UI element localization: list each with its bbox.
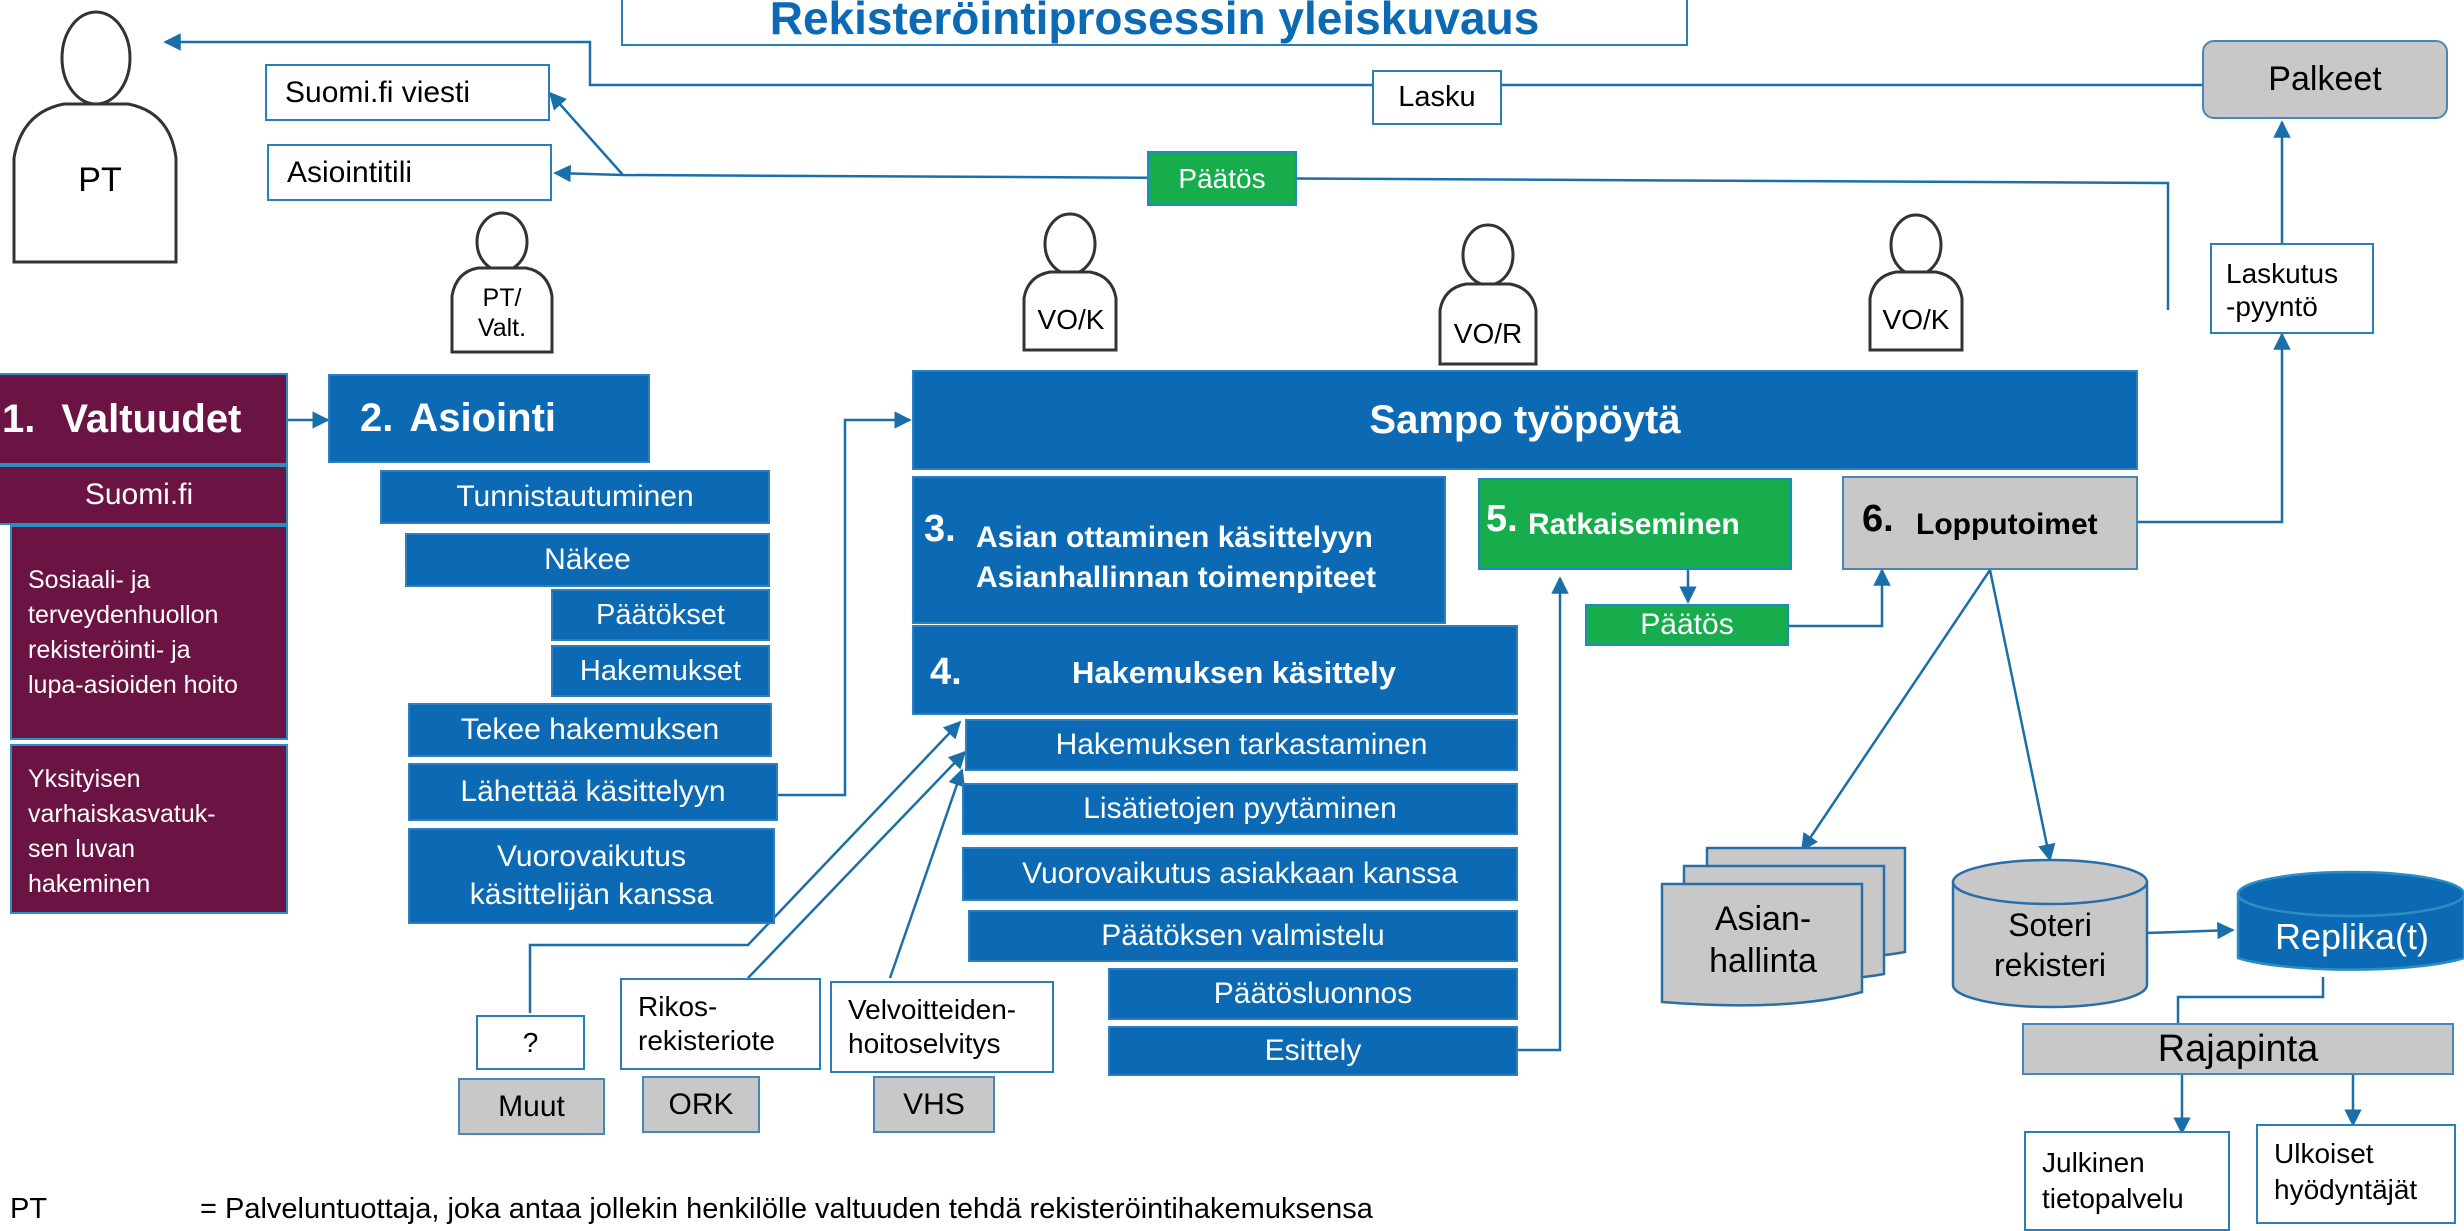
actor-vo-k-2-label: VO/K: [1882, 304, 1950, 335]
document-stack-icon: [1660, 846, 1907, 1007]
sampo-tyopoyta-header: Sampo työpöytä: [912, 370, 2138, 470]
valtuudet-suomifi: Suomi.fi: [0, 465, 288, 525]
step4-esittely: Esittely: [1108, 1026, 1518, 1076]
source-rikos-box: Rikos- rekisteriote: [620, 978, 821, 1070]
valtuudet-number: 1.: [2, 396, 36, 441]
asiointi-tunnistautuminen: Tunnistautuminen: [380, 470, 770, 524]
step4-valmistelu: Päätöksen valmistelu: [968, 910, 1518, 962]
source-vhs-box: VHS: [873, 1076, 995, 1133]
database-icon-replika: [2236, 870, 2464, 971]
asiointi-vuorovaikutus: Vuorovaikutus käsittelijän kanssa: [408, 828, 775, 924]
valtuudet-header: 1. Valtuudet: [0, 373, 288, 465]
source-velvoite-box: Velvoitteiden- hoitoselvitys: [830, 981, 1054, 1073]
valtuudet-varhaiskasvatus-box: Yksityisen varhaiskasvatuk- sen luvan ha…: [10, 744, 288, 914]
person-icon-pt: [12, 10, 178, 264]
step5-title: Ratkaiseminen: [1528, 508, 1740, 541]
step5-number: 5.: [1486, 498, 1518, 540]
person-icon-vo-r: [1438, 223, 1538, 366]
step4-header: 4. Hakemuksen käsittely: [912, 625, 1518, 715]
source-muut-box: Muut: [458, 1078, 605, 1135]
asiointi-title: Asiointi: [409, 396, 557, 440]
lasku-box: Lasku: [1372, 70, 1502, 125]
replika-label: Replika(t): [2274, 916, 2430, 957]
soteri-label: Soteri rekisteri: [1993, 907, 2106, 983]
step5-box: 5. Ratkaiseminen: [1478, 478, 1792, 570]
asiointi-lahettaa-kasittelyyn: Lähettää käsittelyyn: [408, 763, 778, 821]
actor-pt-valt-label: PT/ Valt.: [477, 284, 527, 342]
database-icon-soteri: [1951, 858, 2149, 1009]
asiointi-number: 2.: [360, 396, 394, 440]
step6-box: 6. Lopputoimet: [1842, 476, 2138, 570]
julkinen-tietopalvelu-box: Julkinen tietopalvelu: [2024, 1131, 2230, 1231]
asiointitili-box: Asiointitili: [267, 144, 552, 201]
palkeet-box: Palkeet: [2202, 40, 2448, 119]
asiointi-header: 2. Asiointi: [328, 374, 650, 463]
step4-title: Hakemuksen käsittely: [1072, 655, 1396, 690]
step4-lisatiedot: Lisätietojen pyytäminen: [962, 783, 1518, 835]
rajapinta-box: Rajapinta: [2022, 1023, 2454, 1075]
step4-vuorovaikutus: Vuorovaikutus asiakkaan kanssa: [962, 847, 1518, 901]
asianhallinta-label: Asian- hallinta: [1709, 900, 1817, 980]
asiointi-nakee: Näkee: [405, 533, 770, 587]
source-ork-box: ORK: [642, 1076, 760, 1133]
actor-pt-label: PT: [78, 160, 122, 199]
asiointi-paatokset: Päätökset: [551, 589, 770, 641]
legend-key: PT: [10, 1193, 48, 1225]
person-icon-vo-k-2: [1868, 213, 1964, 352]
suomifi-viesti-box: Suomi.fi viesti: [265, 64, 550, 121]
person-icon-vo-k-1: [1022, 212, 1118, 352]
legend-text: = Palveluntuottaja, joka antaa jollekin …: [200, 1193, 1373, 1225]
step3-number: 3.: [924, 508, 956, 550]
step5-paatos: Päätös: [1585, 604, 1789, 646]
step4-paatosluonnos: Päätösluonnos: [1108, 968, 1518, 1020]
person-icon-pt-valt: [450, 211, 554, 354]
ulkoiset-hyodyntajat-box: Ulkoiset hyödyntäjät: [2256, 1124, 2456, 1224]
laskutus-pyynto-box: Laskutus -pyyntö: [2210, 243, 2374, 334]
step3-text: Asian ottaminen käsittelyyn Asianhallinn…: [976, 521, 1377, 594]
actor-vo-k-1-label: VO/K: [1037, 304, 1105, 335]
valtuudet-title: Valtuudet: [61, 396, 242, 441]
source-question-box: ?: [476, 1015, 585, 1070]
asiointi-tekee-hakemuksen: Tekee hakemuksen: [408, 703, 772, 757]
diagram-title-box: Rekisteröintiprosessin yleiskuvaus: [621, 0, 1688, 46]
step4-tarkastaminen: Hakemuksen tarkastaminen: [965, 719, 1518, 771]
step4-number: 4.: [930, 651, 962, 693]
diagram-title: Rekisteröintiprosessin yleiskuvaus: [769, 0, 1540, 44]
step6-title: Lopputoimet: [1916, 508, 2098, 541]
step6-number: 6.: [1862, 498, 1894, 540]
valtuudet-sote-box: Sosiaali- ja terveydenhuollon rekisteröi…: [10, 525, 288, 740]
asiointi-hakemukset: Hakemukset: [551, 645, 770, 697]
step3-box: 3. Asian ottaminen käsittelyyn Asianhall…: [912, 476, 1446, 624]
actor-vo-r-label: VO/R: [1453, 318, 1523, 349]
paatos-top-box: Päätös: [1147, 151, 1297, 206]
